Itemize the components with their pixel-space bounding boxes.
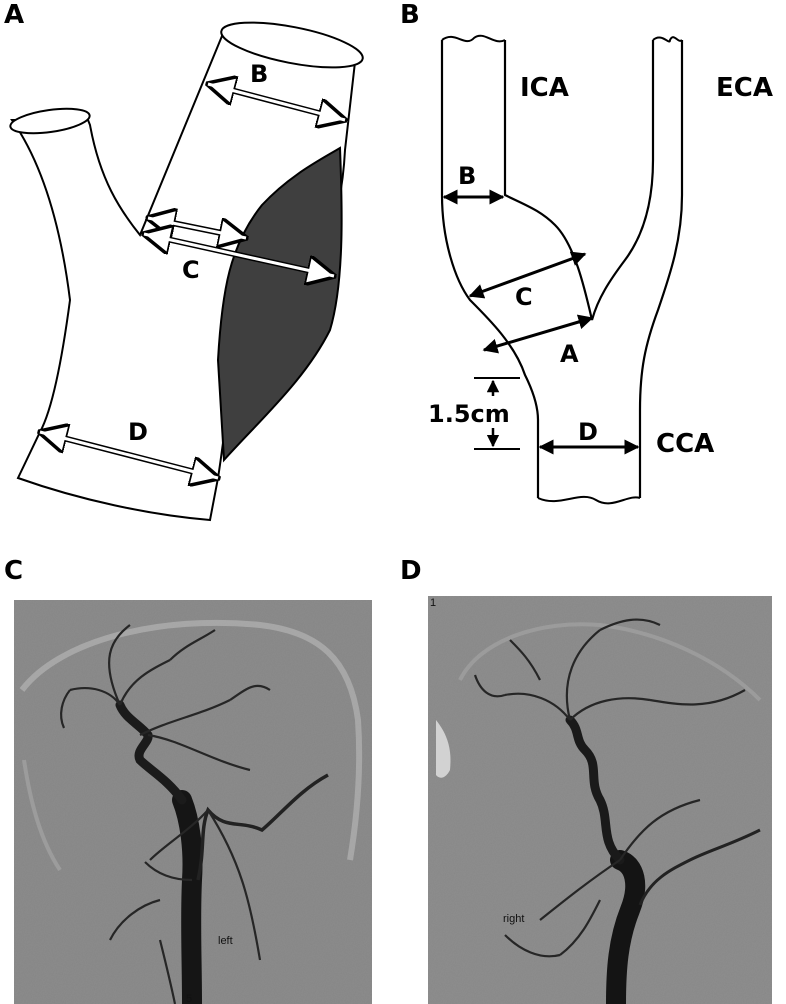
panel-d-ica [565,715,625,865]
panel-a-label-d: D [128,418,148,446]
panel-b-label-eca: ECA [716,73,773,103]
panel-c-ica [115,700,187,805]
panel-a-letter: A [4,0,25,30]
panel-c-caption: left [218,935,233,947]
panel-b-eca-cap [652,36,683,43]
panel-c-eca [196,773,329,881]
panel-d-caption: right [503,913,524,925]
panel-b-label-d: D [578,418,598,446]
panel-a-top-ellipse [220,21,364,69]
panel-a-illustration: B C D [9,21,364,522]
panel-b-label-c: C [515,283,533,311]
panel-b-ica-cap [441,34,506,43]
panel-b-vessel-outline [440,40,684,498]
panel-b-label-cca: CCA [656,429,714,459]
panel-b-illustration: ICA ECA B C A 1.5cm D CCA [428,34,773,505]
panel-a-label-c: C [182,256,200,284]
panel-b-label-dist: 1.5cm [428,400,510,428]
panel-c-branches [60,624,271,1004]
panel-a-label-b: B [250,60,268,88]
panel-c-corner-mark: 5 [186,993,192,1004]
panel-b-arrow-a [482,314,594,354]
panel-d-corner-mark: 1 [430,597,436,609]
panel-b-letter: B [400,0,420,30]
panel-d-letter: D [400,556,422,586]
panel-c-angiogram: left 5 [14,600,372,1004]
panel-d-branches [473,618,746,958]
panel-d-eca [638,828,761,906]
panel-b-label-ica: ICA [520,73,569,103]
panel-c-skull-contour [19,619,363,861]
panel-b-label-a: A [560,340,579,368]
panel-d-face-artifact [436,720,451,778]
panel-b-arrow-c [468,251,587,299]
panel-d-angiogram: right 1 [428,596,772,1004]
panel-c-letter: C [4,556,24,586]
panel-b-label-b: B [458,162,476,190]
panel-a-eca-ellipse [9,107,91,135]
panel-b-cca-cap [537,495,641,505]
panel-d-cca [606,850,646,1004]
